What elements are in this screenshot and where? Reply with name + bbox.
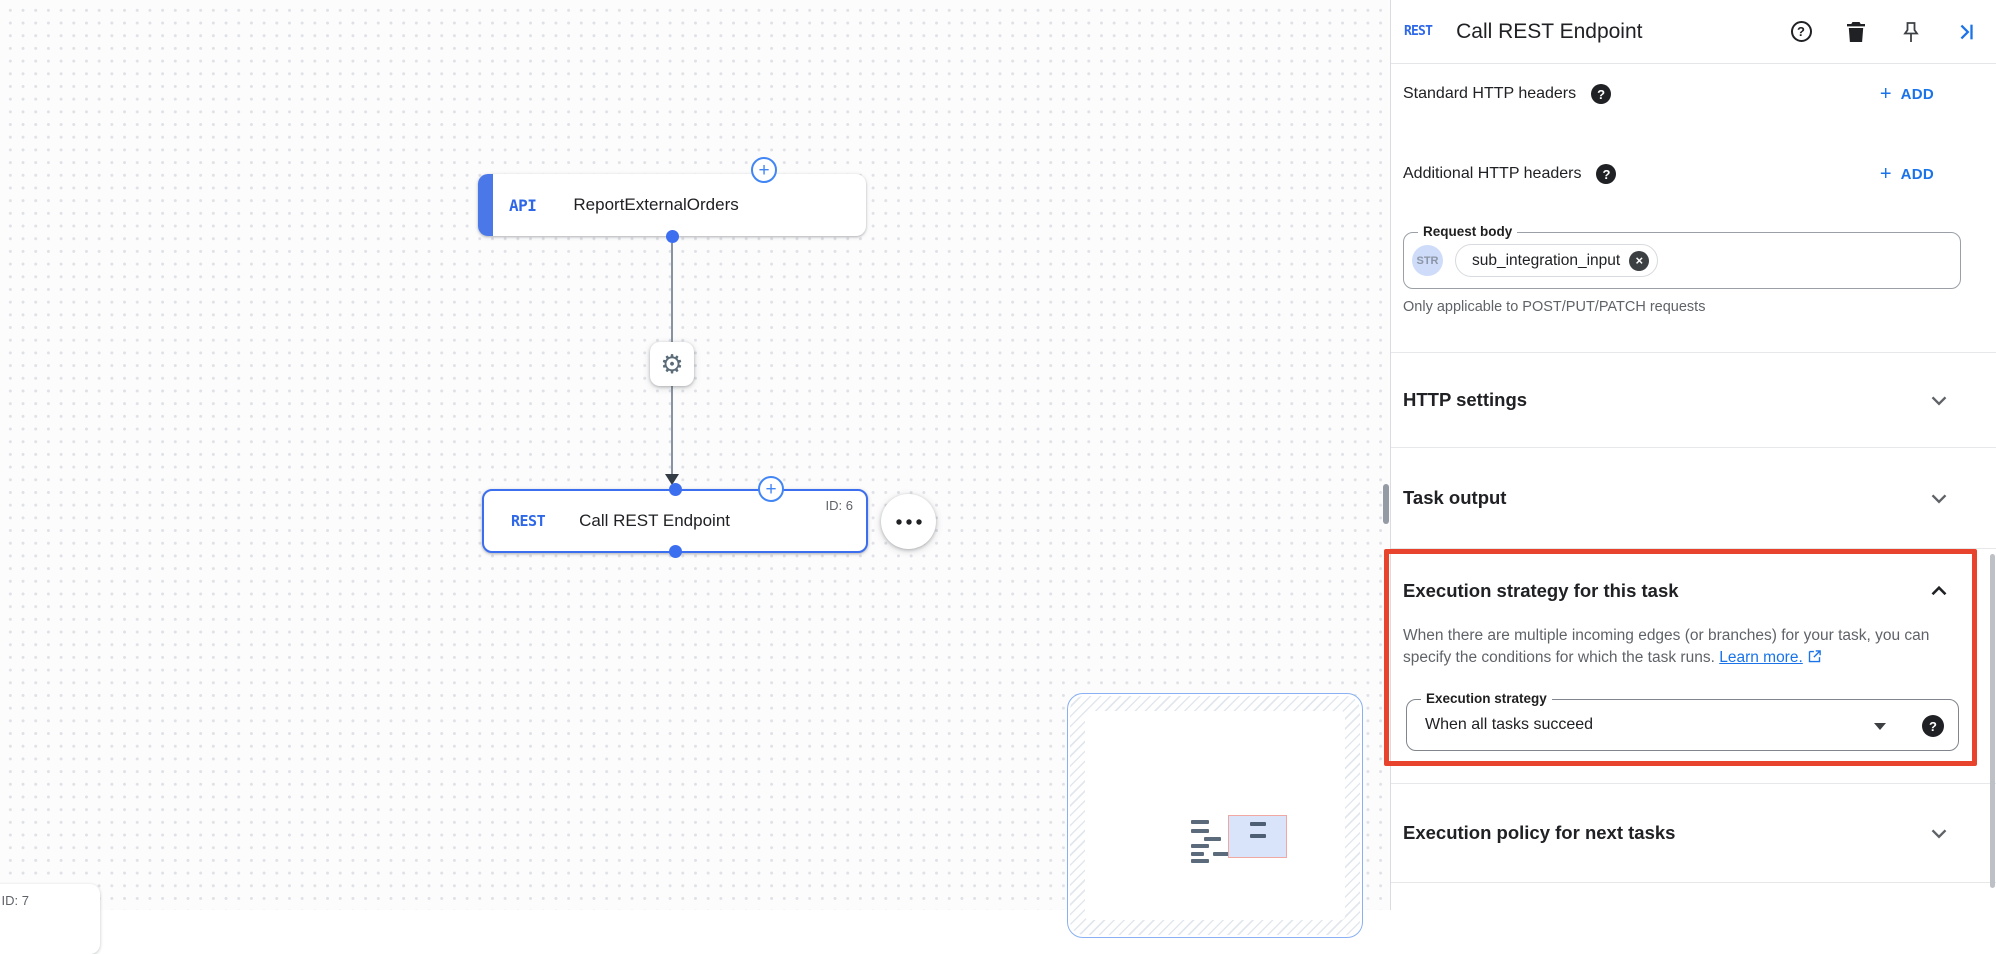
rest-task-icon: REST (511, 512, 546, 530)
add-edge-plus-icon[interactable]: + (758, 476, 784, 502)
execution-strategy-header[interactable]: Execution strategy for this task (1403, 569, 1996, 613)
collapse-panel-button[interactable] (1955, 21, 1977, 43)
help-icon[interactable]: ? (1596, 164, 1617, 184)
three-dots-icon (895, 518, 922, 525)
plus-icon: + (1879, 163, 1892, 185)
variable-chip-label: sub_integration_input (1472, 251, 1621, 269)
additional-http-headers-label: Additional HTTP headers (1403, 165, 1582, 182)
delete-task-button[interactable] (1845, 21, 1867, 43)
http-settings-section[interactable]: HTTP settings (1403, 353, 1996, 447)
help-icon[interactable]: ? (1922, 715, 1944, 737)
add-additional-header-button[interactable]: + ADD (1879, 163, 1934, 185)
task-node-call-rest-endpoint[interactable]: REST Call REST Endpoint ID: 6 + (482, 476, 868, 558)
add-standard-header-button[interactable]: + ADD (1879, 83, 1934, 105)
variable-chip[interactable]: sub_integration_input × (1455, 244, 1659, 277)
request-body-helper: Only applicable to POST/PUT/PATCH reques… (1403, 299, 1706, 315)
panel-header: REST Call REST Endpoint ? (1391, 0, 1996, 64)
divider (1391, 548, 1996, 549)
add-edge-plus-icon[interactable]: + (751, 157, 777, 183)
plus-icon: + (1879, 83, 1892, 105)
pin-icon (1903, 21, 1919, 42)
execution-strategy-field-label: Execution strategy (1421, 691, 1552, 706)
task-config-panel: REST Call REST Endpoint ? Standard HTTP … (1390, 0, 1996, 910)
additional-http-headers-row: Additional HTTP headers ? + ADD (1403, 146, 1996, 202)
help-icon[interactable]: ? (1591, 84, 1612, 104)
input-port[interactable] (668, 483, 682, 496)
trigger-node-report-external-orders[interactable]: API ReportExternalOrders + (478, 157, 866, 243)
minimap-viewport[interactable] (1228, 815, 1287, 858)
execution-strategy-value: When all tasks succeed (1425, 716, 1594, 733)
task-id-badge: ID: 6 (825, 498, 853, 513)
trigger-accent-bar (478, 174, 493, 236)
panel-title: Call REST Endpoint (1456, 19, 1643, 43)
node-more-menu-button[interactable] (881, 494, 936, 549)
divider (1391, 882, 1996, 883)
help-icon: ? (1790, 21, 1812, 42)
edge-gear-icon[interactable]: ⚙ (650, 342, 694, 386)
task-output-section[interactable]: Task output (1403, 448, 1996, 548)
execution-strategy-select[interactable]: Execution strategy When all tasks succee… (1406, 691, 1959, 751)
canvas-minimap[interactable] (1067, 693, 1363, 938)
panel-left-scroll-thumb[interactable] (1383, 484, 1389, 524)
standard-http-headers-row: Standard HTTP headers ? + ADD (1403, 64, 1996, 124)
pin-panel-button[interactable] (1900, 21, 1922, 43)
rest-task-icon: REST (1404, 24, 1433, 39)
chevron-down-icon[interactable] (1926, 387, 1952, 413)
panel-body: Standard HTTP headers ? + ADD Additional… (1391, 64, 1996, 883)
partial-node-offscreen[interactable]: ID: 7 (0, 884, 100, 954)
external-link-icon[interactable] (1807, 649, 1822, 671)
help-button[interactable]: ? (1790, 21, 1812, 43)
output-port[interactable] (665, 230, 679, 243)
chevron-down-icon[interactable] (1926, 820, 1952, 846)
minimap-nodes-glyph (1191, 815, 1301, 868)
output-port[interactable] (668, 545, 682, 558)
chevron-down-icon[interactable] (1926, 485, 1952, 511)
chip-remove-icon[interactable]: × (1629, 250, 1650, 271)
trigger-node-label: ReportExternalOrders (573, 195, 739, 214)
request-body-label: Request body (1418, 224, 1518, 239)
dropdown-caret-icon[interactable] (1874, 723, 1886, 730)
trash-icon (1847, 21, 1865, 42)
request-body-field[interactable]: Request body STR sub_integration_input × (1403, 224, 1961, 289)
divider (1391, 783, 1996, 784)
execution-policy-section[interactable]: Execution policy for next tasks (1403, 784, 1996, 882)
collapse-right-icon (1960, 24, 1973, 39)
string-type-badge: STR (1412, 245, 1443, 276)
divider (1391, 352, 1996, 353)
standard-http-headers-label: Standard HTTP headers (1403, 85, 1577, 102)
learn-more-link[interactable]: Learn more. (1719, 649, 1803, 666)
panel-scrollbar-thumb[interactable] (1990, 554, 1995, 888)
task-node-label: Call REST Endpoint (579, 511, 730, 530)
divider (1391, 447, 1996, 448)
execution-strategy-description: When there are multiple incoming edges (… (1403, 625, 1981, 671)
api-trigger-icon: API (509, 195, 537, 215)
edge-arrowhead-icon (665, 474, 679, 485)
chevron-up-icon[interactable] (1926, 578, 1952, 604)
execution-strategy-section: Execution strategy for this task When th… (1403, 549, 1996, 783)
minimap-inner (1085, 711, 1345, 920)
partial-node-id-badge: ID: 7 (1, 893, 29, 908)
